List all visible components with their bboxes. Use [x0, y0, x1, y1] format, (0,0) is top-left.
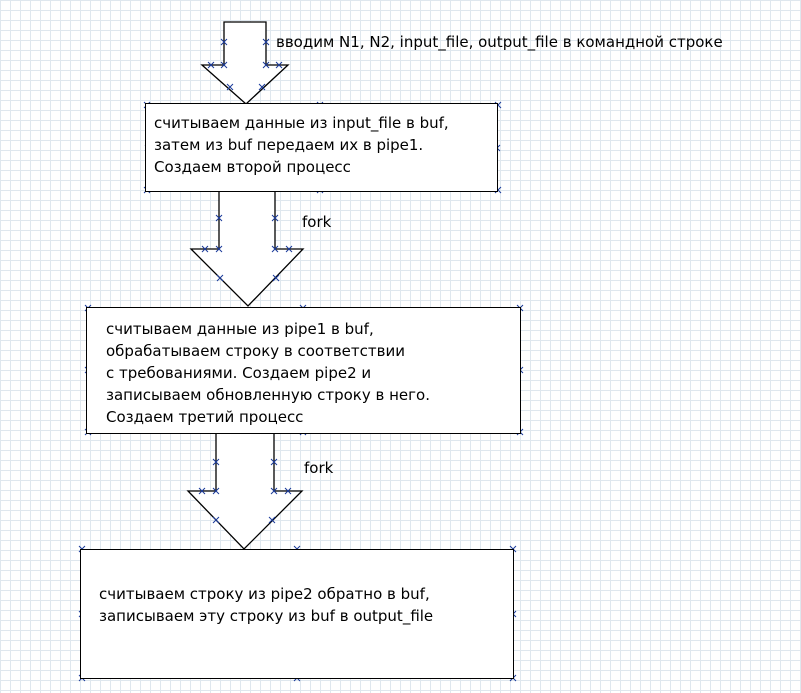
- connection-marker: [226, 83, 234, 91]
- connection-marker: [212, 458, 220, 466]
- fork-label-1: fork: [302, 213, 332, 231]
- box-3-line-1: считываем строку из pipe2 обратно в buf,: [99, 585, 430, 603]
- connection-marker: [271, 245, 279, 253]
- box-1-line-1: считываем данные из input_file в buf,: [154, 114, 449, 132]
- entry-arrow: [200, 21, 290, 105]
- connection-marker: [201, 245, 209, 253]
- arrow-top-shape: [200, 21, 290, 105]
- top-note-label: вводим N1, N2, input_file, output_file в…: [276, 33, 723, 51]
- process-box-2: считываем данные из pipe1 в buf, обрабат…: [86, 307, 521, 434]
- connection-marker: [207, 61, 215, 69]
- connection-marker: [262, 38, 270, 46]
- connection-marker: [212, 487, 220, 495]
- connection-marker: [268, 516, 276, 524]
- connection-marker: [262, 61, 270, 69]
- connection-marker: [270, 487, 278, 495]
- fork-arrow-1: [189, 190, 305, 307]
- fork-label-2: fork: [304, 459, 334, 477]
- connection-marker: [271, 214, 279, 222]
- arrow-fork-1-shape: [189, 190, 305, 307]
- box-3-line-2: записываем эту строку из buf в output_fi…: [99, 607, 434, 625]
- box-1-line-3: Создаем второй процесс: [154, 158, 351, 176]
- box-2-line-3: с требованиями. Создаем pipe2 и: [106, 364, 372, 382]
- connection-marker: [284, 487, 292, 495]
- connection-marker: [258, 83, 266, 91]
- box-2-line-1: считываем данные из pipe1 в buf,: [106, 320, 374, 338]
- connection-marker: [270, 458, 278, 466]
- connection-marker: [220, 38, 228, 46]
- connection-marker: [215, 214, 223, 222]
- box-2-line-2: обрабатываем строку в соответствии: [106, 342, 405, 360]
- box-2-line-5: Создаем третий процесс: [106, 408, 304, 426]
- box-2-line-4: записываем обновленную строку в него.: [106, 386, 430, 404]
- connection-marker: [212, 516, 220, 524]
- connection-marker: [275, 61, 283, 69]
- process-box-1: считываем данные из input_file в buf, за…: [145, 103, 498, 192]
- fork-arrow-2: [186, 432, 304, 550]
- connection-marker: [272, 274, 280, 282]
- box-1-line-2: затем из buf передаем их в pipe1.: [154, 136, 424, 154]
- connection-marker: [215, 245, 223, 253]
- connection-marker: [216, 274, 224, 282]
- connection-marker: [220, 61, 228, 69]
- process-box-3: считываем строку из pipe2 обратно в buf,…: [80, 549, 514, 679]
- connection-marker: [285, 245, 293, 253]
- arrow-fork-2-shape: [186, 432, 304, 550]
- connection-marker: [198, 487, 206, 495]
